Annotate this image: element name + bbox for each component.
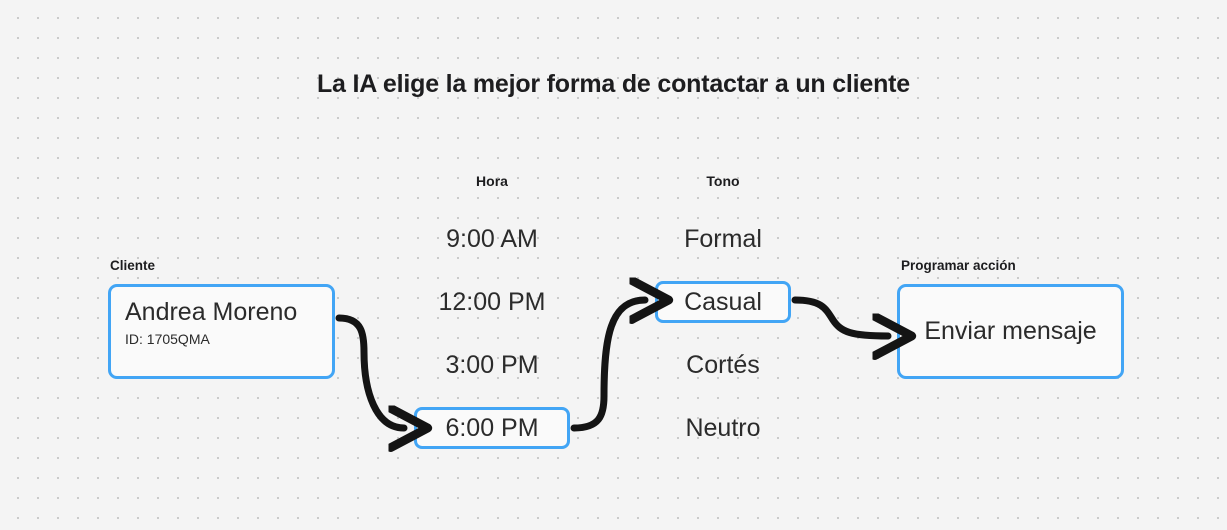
- tono-option-3[interactable]: Neutro: [685, 414, 761, 442]
- hora-option-1[interactable]: 12:00 PM: [438, 288, 546, 316]
- action-label: Enviar mensaje: [924, 317, 1097, 345]
- tono-option-1[interactable]: Casual: [655, 281, 791, 323]
- hora-option-2[interactable]: 3:00 PM: [445, 351, 539, 379]
- arrow-customer-to-hora: [335, 314, 404, 428]
- page-title: La IA elige la mejor forma de contactar …: [316, 70, 911, 98]
- hora-option-3[interactable]: 6:00 PM: [414, 407, 570, 449]
- customer-caption: Cliente: [110, 258, 156, 273]
- tono-option-0[interactable]: Formal: [684, 225, 762, 253]
- arrow-hora-to-tono: [570, 300, 645, 432]
- arrow-tono-to-action: [791, 296, 888, 336]
- customer-name: Andrea Moreno: [125, 298, 298, 326]
- hora-option-0[interactable]: 9:00 AM: [446, 225, 538, 253]
- action-card[interactable]: Enviar mensaje: [897, 284, 1124, 379]
- customer-card[interactable]: Andrea Moreno ID: 1705QMA: [108, 284, 335, 379]
- customer-id: ID: 1705QMA: [125, 330, 210, 347]
- tono-option-2[interactable]: Cortés: [686, 351, 760, 379]
- column-header-tono: Tono: [706, 173, 740, 189]
- column-header-hora: Hora: [476, 173, 508, 189]
- action-caption: Programar acción: [901, 258, 1016, 273]
